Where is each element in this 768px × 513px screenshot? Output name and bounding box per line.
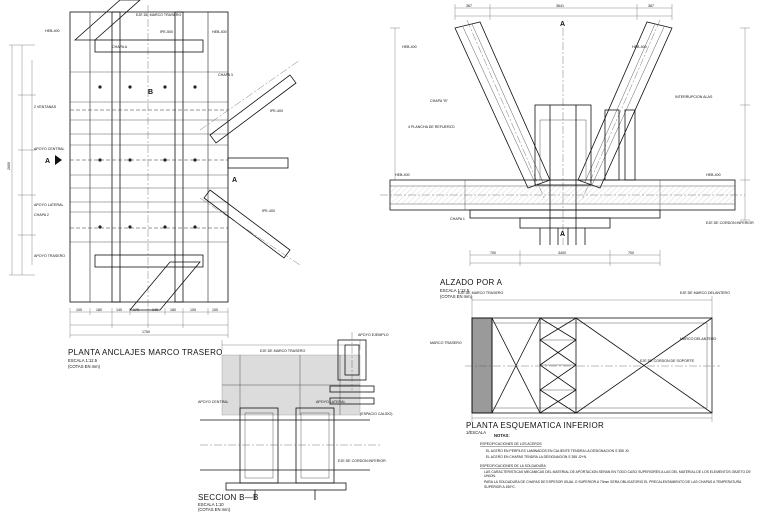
elevation-eje-cordon: EJE DE CORDON INFERIOR <box>706 221 754 225</box>
section-bb-detail <box>329 332 375 405</box>
plan-lower-eje-trasero: EJE DE MARCO TRASERO <box>458 291 503 295</box>
plan-lower-marco-trasero: MARCO TRASERO <box>430 341 462 345</box>
plan-rear-scale: ESCALA 1:12.5 <box>68 358 98 363</box>
view-elevation: 367 3641 367 A <box>380 4 754 299</box>
plan-rear-columns <box>89 5 209 310</box>
plan-rear-dim-2: 180 <box>96 308 102 312</box>
section-bb-eje-cordon: EJE DE CORDON INFERIOR <box>338 459 386 463</box>
elevation-chapa-b: CHAPA "B" <box>430 99 449 103</box>
plan-rear-apoyo-central: APOYO CENTRAL <box>34 147 65 151</box>
plan-rear-plates <box>69 39 229 268</box>
plan-lower-eje-cordon: EJE DE CORDON DE SOPORTE <box>640 359 695 363</box>
section-bb-eje-marco: EJE DE MARCO TRASERO <box>260 349 305 353</box>
notes-steel-title: ESPECIFICACIONES DE LOS ACEROS <box>480 442 542 446</box>
plan-rear-dim-5: 140 <box>152 308 158 312</box>
plan-rear-ipe-right: IPE-400 <box>270 109 283 113</box>
plan-lower-title: PLANTA ESQUEMATICA INFERIOR <box>466 421 604 430</box>
section-bb-title: SECCION B—B <box>198 493 259 502</box>
elevation-a-top: A <box>560 21 565 28</box>
plan-rear-eje-marco: EJE DE MARCO TRASERO <box>136 13 181 17</box>
elevation-scale: ESCALA 1:12.5 <box>440 288 470 293</box>
plan-rear-heb-top-right: HEB-400 <box>212 30 227 34</box>
plan-rear-bolts <box>98 85 197 229</box>
notes-heading: NOTAS: <box>494 433 510 438</box>
plan-rear-left-total: 2600 <box>7 162 11 170</box>
section-bb-apoyo-central: APOYO CENTRAL <box>198 400 229 404</box>
notes-weld-title: ESPECIFICACIONES DE LA SOLDADURA <box>480 464 546 468</box>
elevation-title: ALZADO POR A <box>440 278 503 287</box>
elevation-central-node <box>534 104 636 245</box>
plan-rear-apoyo-lateral: APOYO LATERAL <box>34 203 64 207</box>
notes-block: NOTAS: ESPECIFICACIONES DE LOS ACEROS EL… <box>480 433 751 489</box>
plan-rear-title: PLANTA ANCLAJES MARCO TRASERO <box>68 348 223 357</box>
elevation-right-dims <box>390 27 750 221</box>
section-bb-apoyo-ejemplo: APOYO EJEMPLO <box>358 333 389 337</box>
plan-rear-dim-7: 105 <box>190 308 196 312</box>
view-plan-rear: 2600 <box>7 0 301 369</box>
elevation-heb-right: HEB-400 <box>706 173 721 177</box>
plan-rear-braces <box>73 0 301 311</box>
section-bb-scale: ESCALA 1:10 <box>198 502 224 507</box>
plan-rear-dim-8: 100 <box>212 308 218 312</box>
plan-rear-apoyo-trasero: APOYO TRASERO <box>34 254 65 258</box>
elevation-bottom-dim-1: 700 <box>490 251 496 255</box>
plan-rear-ipe-top: IPE-500 <box>160 30 173 34</box>
section-a-left-label: A <box>45 158 50 165</box>
elevation-lower-chord <box>380 179 745 211</box>
plan-rear-chapa-3: CHAPA 3 <box>218 73 233 77</box>
elevation-heb-top-left: HEB-400 <box>402 45 417 49</box>
plan-rear-total-dim: 1750 <box>142 330 150 334</box>
plan-rear-ventanas: 2 VENTANAS <box>34 105 57 109</box>
elevation-bottom-dims: 700 3400 700 <box>469 250 661 266</box>
elevation-bottom-dim-2: 3400 <box>558 251 566 255</box>
section-bb-espacio: (ESPACIO CALIDO) <box>360 412 392 416</box>
elevation-a-bottom: A <box>560 231 565 238</box>
notes-weld-line-2: PARA LA SOLDADURA DE CHAPAS DE ESPESOR I… <box>484 480 742 489</box>
section-bb-members <box>200 407 380 500</box>
section-b-label: B <box>148 89 153 96</box>
plan-lower-bracing <box>465 317 720 414</box>
notes-weld-line-1: LAS CARACTERISTICAS MECANICAS DEL MATERI… <box>484 470 751 479</box>
section-a-right-label: A <box>232 177 237 184</box>
section-bb-units: (COTAS EN mm) <box>198 507 231 512</box>
plan-rear-dim-4: 170 <box>133 308 139 312</box>
elevation-bottom-dim-3: 700 <box>628 251 634 255</box>
notes-steel-line-1: EL ACERO EN PERFILES LAMINADOS EN CALIEN… <box>486 449 629 453</box>
plan-rear-chapa-2: CHAPA 2 <box>34 213 49 217</box>
plan-rear-chapa-a: CHAPA A <box>112 45 128 49</box>
plan-rear-bottom-dims: 100 180 140 170 140 180 105 100 1750 <box>69 308 229 338</box>
plan-lower-scale: 1/ESCALA <box>466 430 486 435</box>
elevation-top-dims: 367 3641 367 <box>454 4 673 20</box>
elevation-top-dim-3: 367 <box>648 4 654 8</box>
elevation-chapa-1: CHAPA 1 <box>450 217 465 221</box>
plan-rear-dim-1: 100 <box>76 308 82 312</box>
view-plan-lower: EJE DE MARCO TRASERO EJE DE MARCO DELANT… <box>430 291 730 435</box>
plan-rear-dim-6: 180 <box>170 308 176 312</box>
elevation-units: (COTAS EN mm) <box>440 294 473 299</box>
view-section-bb: EJE DE MARCO TRASERO APOYO CENTRAL APOYO… <box>198 332 392 512</box>
elevation-heb-top-right: HEB-400 <box>632 45 647 49</box>
notes-steel-line-2: EL ACERO EN CHAPAS TENDRA LA DESIGNACION… <box>486 455 587 459</box>
plan-rear-dim-3: 140 <box>116 308 122 312</box>
elevation-heb-left: HEB-400 <box>395 173 410 177</box>
plan-lower-marco-delantero: MARCO DELANTERO <box>680 337 717 341</box>
elevation-base <box>469 209 661 245</box>
elevation-top-dim-2: 3641 <box>556 4 564 8</box>
elevation-top-dim-1: 367 <box>466 4 472 8</box>
elevation-plancha: 4 PLANCHA DE REFUERZO <box>408 125 455 129</box>
plan-rear-left-dims: 2600 <box>7 44 36 276</box>
section-marker-left <box>55 155 62 165</box>
plan-rear-heb-top-left: HEB-400 <box>45 29 60 33</box>
plan-rear-units: (COTAS EN mm) <box>68 364 101 369</box>
elevation-interrupcion: INTERRUPCION ALAS <box>675 95 713 99</box>
plan-lower-eje-delantero: EJE DE MARCO DELANTERO <box>680 291 730 295</box>
section-bb-apoyo-lateral: APOYO LATERAL <box>316 400 346 404</box>
plan-rear-ipe-lower-right: IPE-400 <box>262 209 275 213</box>
